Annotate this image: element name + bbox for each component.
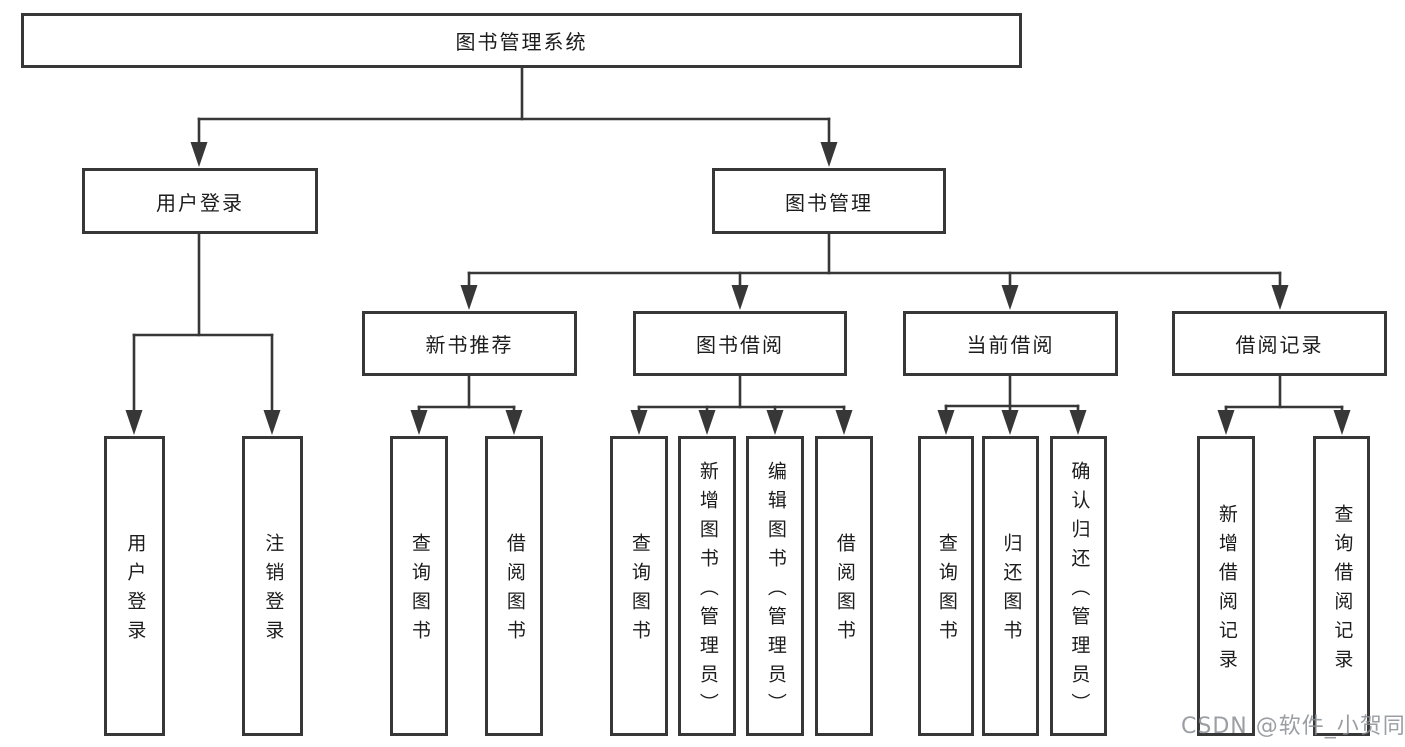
node-label: 查询图书 [628, 533, 651, 649]
node-edit-books-admin: 编辑图书（管理员） [746, 436, 804, 736]
node-label: 借阅图书 [833, 533, 856, 649]
node-book-management: 图书管理 [712, 168, 946, 234]
node-label: 查询图书 [408, 533, 431, 649]
node-new-book-recommendation: 新书推荐 [362, 311, 577, 376]
node-label: 新增图书（管理员） [696, 460, 719, 722]
node-borrow-books-recommend: 借阅图书 [485, 436, 543, 736]
node-current-borrowing: 当前借阅 [903, 311, 1118, 376]
node-query-books-recommend: 查询图书 [390, 436, 448, 736]
node-borrow-books: 借阅图书 [815, 436, 873, 736]
node-library-management-system: 图书管理系统 [21, 13, 1022, 68]
csdn-watermark: CSDN @软件_小贺同学 [1181, 714, 1405, 739]
node-user-login: 用户登录 [82, 168, 318, 234]
node-user-login-leaf: 用户登录 [104, 436, 165, 736]
arrowheads [125, 142, 1351, 435]
node-label: 借阅图书 [503, 533, 526, 649]
node-confirm-return-admin: 确认归还（管理员） [1050, 436, 1107, 736]
node-label: 注销登录 [262, 533, 285, 649]
node-label: 查询借阅记录 [1331, 504, 1354, 678]
node-label: 编辑图书（管理员） [764, 460, 787, 722]
node-return-books: 归还图书 [982, 436, 1039, 736]
node-query-borrow-record: 查询借阅记录 [1313, 436, 1370, 736]
node-add-books-admin: 新增图书（管理员） [678, 436, 736, 736]
node-add-borrow-record: 新增借阅记录 [1197, 436, 1255, 736]
node-label: 查询图书 [935, 533, 958, 649]
node-query-books-borrowing: 查询图书 [610, 436, 668, 736]
node-label: 归还图书 [1000, 533, 1023, 649]
node-query-books-current: 查询图书 [918, 436, 974, 736]
node-borrowing-records: 借阅记录 [1172, 311, 1387, 376]
node-label: 确认归还（管理员） [1068, 460, 1091, 722]
node-label: 用户登录 [124, 533, 147, 649]
node-book-borrowing: 图书借阅 [633, 311, 847, 376]
node-logout: 注销登录 [242, 436, 303, 736]
node-label: 新增借阅记录 [1215, 504, 1238, 678]
